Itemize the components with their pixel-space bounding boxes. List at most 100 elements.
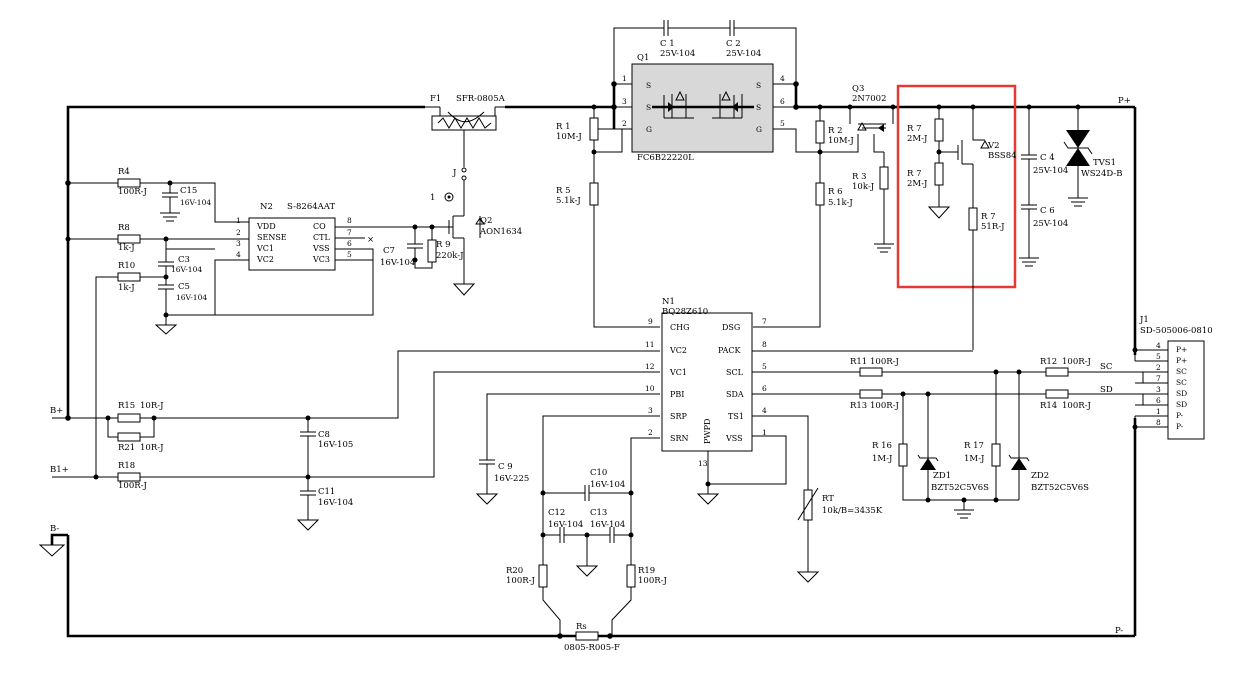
- label-n2-right-2-name: VSS: [312, 244, 330, 253]
- label-resistors-r7a-val: 2M-J: [907, 134, 928, 144]
- label-q1_pins-left-1-name: S: [646, 103, 651, 112]
- label-resistors-r21-val: 10R-J: [140, 443, 164, 453]
- label-resistors-rs-val: 0805-R005-F: [564, 643, 620, 653]
- label-n2-val: S-8264AAT: [287, 202, 335, 212]
- label-n1-left-3-num: 10: [645, 384, 655, 393]
- label-capacitors-c2-ref: C 2: [726, 39, 741, 49]
- label-n1-right-5-name: VSS: [725, 434, 743, 443]
- r8-c3-sense-filter: R8 1k-J C3 16V-104: [65, 223, 249, 285]
- label-n1-left-4-name: SRP: [670, 412, 688, 421]
- label-n2-left-3-num: 4: [236, 250, 241, 259]
- label-j1-pins-6-num: 1: [1156, 407, 1161, 416]
- label-resistors-r20-ref: R20: [506, 566, 523, 576]
- label-resistors-r1-ref: R 1: [556, 122, 571, 132]
- label-resistors-r9-ref: R 9: [436, 240, 451, 250]
- label-semis-f1-ref: F1: [430, 94, 441, 104]
- label-n1-left-1-num: 11: [645, 340, 655, 349]
- label-q1_pins-right-0-num: 4: [780, 74, 785, 83]
- label-resistors-rt-ref: RT: [822, 494, 834, 504]
- label-q1_pins-right-0-name: S: [756, 81, 761, 90]
- label-n2-right-3-num: 5: [347, 250, 352, 259]
- label-capacitors-c1-val: 25V-104: [660, 49, 695, 59]
- label-capacitors-c7-ref: C7: [383, 246, 395, 256]
- label-j1-pins-0-name: P+: [1176, 345, 1187, 354]
- tvs1-diode: TVS1 WS24D-B: [1063, 104, 1122, 207]
- label-semis-f1-val: SFR-0805A: [456, 94, 506, 104]
- label-n1-right-0-name: DSG: [722, 323, 740, 332]
- label-j1-pins-3-name: SC: [1176, 378, 1187, 387]
- label-resistors-r7b-val: 2M-J: [907, 179, 928, 189]
- q3-mosfet: Q3 2N7002 R 3 10k-J: [847, 84, 896, 253]
- label-j1-ref: J1: [1139, 315, 1149, 325]
- label-n2-right-1-num: 7: [347, 228, 352, 237]
- label-n2-right-0-num: 8: [347, 216, 352, 225]
- label-resistors-r7b-ref: R 7: [907, 169, 922, 179]
- net-label-p-minus: P-: [1115, 626, 1123, 636]
- label-n1-left-2-num: 12: [645, 362, 655, 371]
- label-resistors-r10-ref: R10: [118, 261, 135, 271]
- label-resistors-r7a-ref: R 7: [907, 124, 922, 134]
- label-resistors-rt-val: 10k/B=3435K: [822, 506, 883, 516]
- label-resistors-r19-ref: R19: [638, 566, 655, 576]
- label-capacitors-c11-ref: C11: [318, 487, 335, 497]
- n2-ic: N2 S-8264AAT VDD SENSE VC1 VC2 1 2 3 4 C…: [214, 202, 464, 316]
- label-capacitors-c11-val: 16V-104: [318, 498, 353, 508]
- label-n2-right-3-name: VC3: [312, 255, 330, 264]
- label-n1-right-3-name: SDA: [726, 390, 744, 399]
- label-n2-left-2-name: VC1: [256, 244, 274, 253]
- label-resistors-r10-val: 1k-J: [118, 283, 135, 293]
- label-n1-right-1-num: 8: [762, 340, 767, 349]
- label-n2-left-3-name: VC2: [256, 255, 274, 264]
- rt-thermistor: RT 10k/B=3435K: [752, 415, 883, 583]
- label-j1-pins-7-name: P-: [1176, 422, 1184, 431]
- esd-zener-network: R 16 1M-J R 17 1M-J ZD1 BZT52C5V6S ZD2 B…: [872, 372, 1089, 519]
- label-n1-right-0-num: 7: [762, 317, 767, 326]
- label-capacitors-c3-ref: C3: [178, 255, 190, 265]
- label-capacitors-c7-val: 16V-104: [380, 258, 415, 268]
- label-n1-left-0-name: CHG: [670, 323, 690, 332]
- label-resistors-r19-val: 100R-J: [638, 576, 667, 586]
- label-n1-left-5-name: SRN: [670, 434, 689, 443]
- label-resistors-r11-val: 100R-J: [870, 357, 899, 367]
- label-j1-pins-0-num: 4: [1156, 341, 1161, 350]
- net-label-sd: SD: [1100, 385, 1113, 395]
- label-n1-left-1-name: VC2: [669, 346, 687, 355]
- label-resistors-r5-val: 5.1k-J: [556, 196, 581, 206]
- label-resistors-r12-val: 100R-J: [1062, 357, 1091, 367]
- b-minus-ground-icon: [38, 544, 66, 557]
- label-resistors-r17-val: 1M-J: [964, 454, 985, 464]
- label-n1-bottom_pin: 13: [698, 459, 708, 468]
- label-resistors-r4-val: 100R-J: [118, 187, 147, 197]
- label-capacitors-c8-ref: C8: [318, 430, 330, 440]
- label-resistors-r14-ref: R14: [1040, 401, 1057, 411]
- label-resistors-r3-ref: R 3: [852, 172, 867, 182]
- label-resistors-r16-ref: R 16: [872, 441, 892, 451]
- label-n1-left-5-num: 2: [648, 428, 653, 437]
- label-semis-q3-val: 2N7002: [852, 94, 886, 104]
- r18-c11-network: R18 100R-J C11 16V-104: [52, 371, 660, 531]
- label-capacitors-c6-ref: C 6: [1040, 206, 1055, 216]
- label-capacitors-c12-val: 16V-104: [548, 520, 583, 530]
- label-n2-left-1-num: 2: [236, 228, 241, 237]
- label-misc-x_mark: ×: [367, 235, 374, 245]
- label-capacitors-c2-val: 25V-104: [726, 49, 761, 59]
- label-j1-pins-4-name: SD: [1176, 389, 1187, 398]
- label-resistors-r6-val: 5.1k-J: [828, 198, 853, 208]
- label-semis-q3-ref: Q3: [852, 84, 864, 94]
- label-semis-zd2-val: BZT52C5V6S: [1031, 483, 1089, 493]
- label-semis-v2-ref: V2: [987, 141, 1000, 151]
- label-capacitors-c8-val: 16V-105: [318, 440, 353, 450]
- label-capacitors-c4-ref: C 4: [1040, 153, 1055, 163]
- label-resistors-r20-val: 100R-J: [506, 576, 535, 586]
- label-resistors-r14-val: 100R-J: [1062, 401, 1091, 411]
- label-semis-q2-ref: Q2: [480, 216, 492, 226]
- n1-fuel-gauge-ic: N1 BQ28Z610 CHG VC2 VC1 PBI SRP SRN 9 11…: [645, 297, 787, 505]
- label-j1-pins-5-name: SD: [1176, 400, 1187, 409]
- label-n2-left-1-name: SENSE: [257, 233, 287, 242]
- smbus-network: R11 100R-J R12 100R-J R13 100R-J R14 100…: [752, 357, 1152, 411]
- label-capacitors-c9-val: 16V-225: [494, 474, 529, 484]
- label-j1-pins-1-name: P+: [1176, 356, 1187, 365]
- label-capacitors-c5-val: 16V-104: [176, 293, 207, 302]
- label-semis-tvs1-ref: TVS1: [1093, 158, 1116, 168]
- label-j1-pins-6-name: P-: [1176, 411, 1184, 420]
